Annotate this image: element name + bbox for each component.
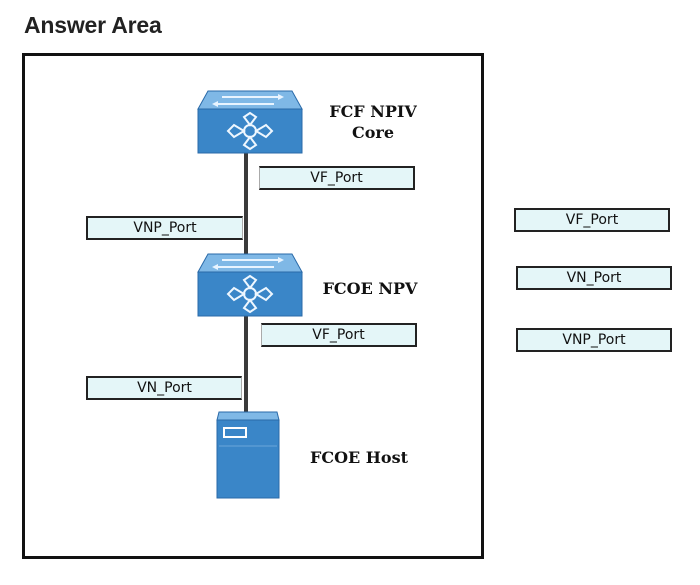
core-label-line2: Core xyxy=(351,123,394,142)
core-down-port-slot[interactable]: VF_Port xyxy=(259,166,415,190)
link-core-npv xyxy=(244,150,248,260)
host-server-icon xyxy=(216,411,280,499)
npv-switch-icon xyxy=(197,253,303,317)
core-label-line1: FCF NPIV xyxy=(329,102,417,121)
host-device-label: FCOE Host xyxy=(310,448,408,467)
npv-down-port-slot[interactable]: VF_Port xyxy=(261,323,417,347)
option-vnp-port[interactable]: VNP_Port xyxy=(516,328,672,352)
host-up-port-slot[interactable]: VN_Port xyxy=(86,376,242,400)
core-switch-icon xyxy=(197,90,303,154)
link-npv-host xyxy=(244,312,248,412)
core-device-label: FCF NPIV Core xyxy=(318,101,428,143)
npv-device-label: FCOE NPV xyxy=(322,279,418,298)
npv-up-port-slot[interactable]: VNP_Port xyxy=(86,216,243,240)
option-vf-port[interactable]: VF_Port xyxy=(514,208,670,232)
option-vn-port[interactable]: VN_Port xyxy=(516,266,672,290)
answer-area-title: Answer Area xyxy=(24,12,162,38)
